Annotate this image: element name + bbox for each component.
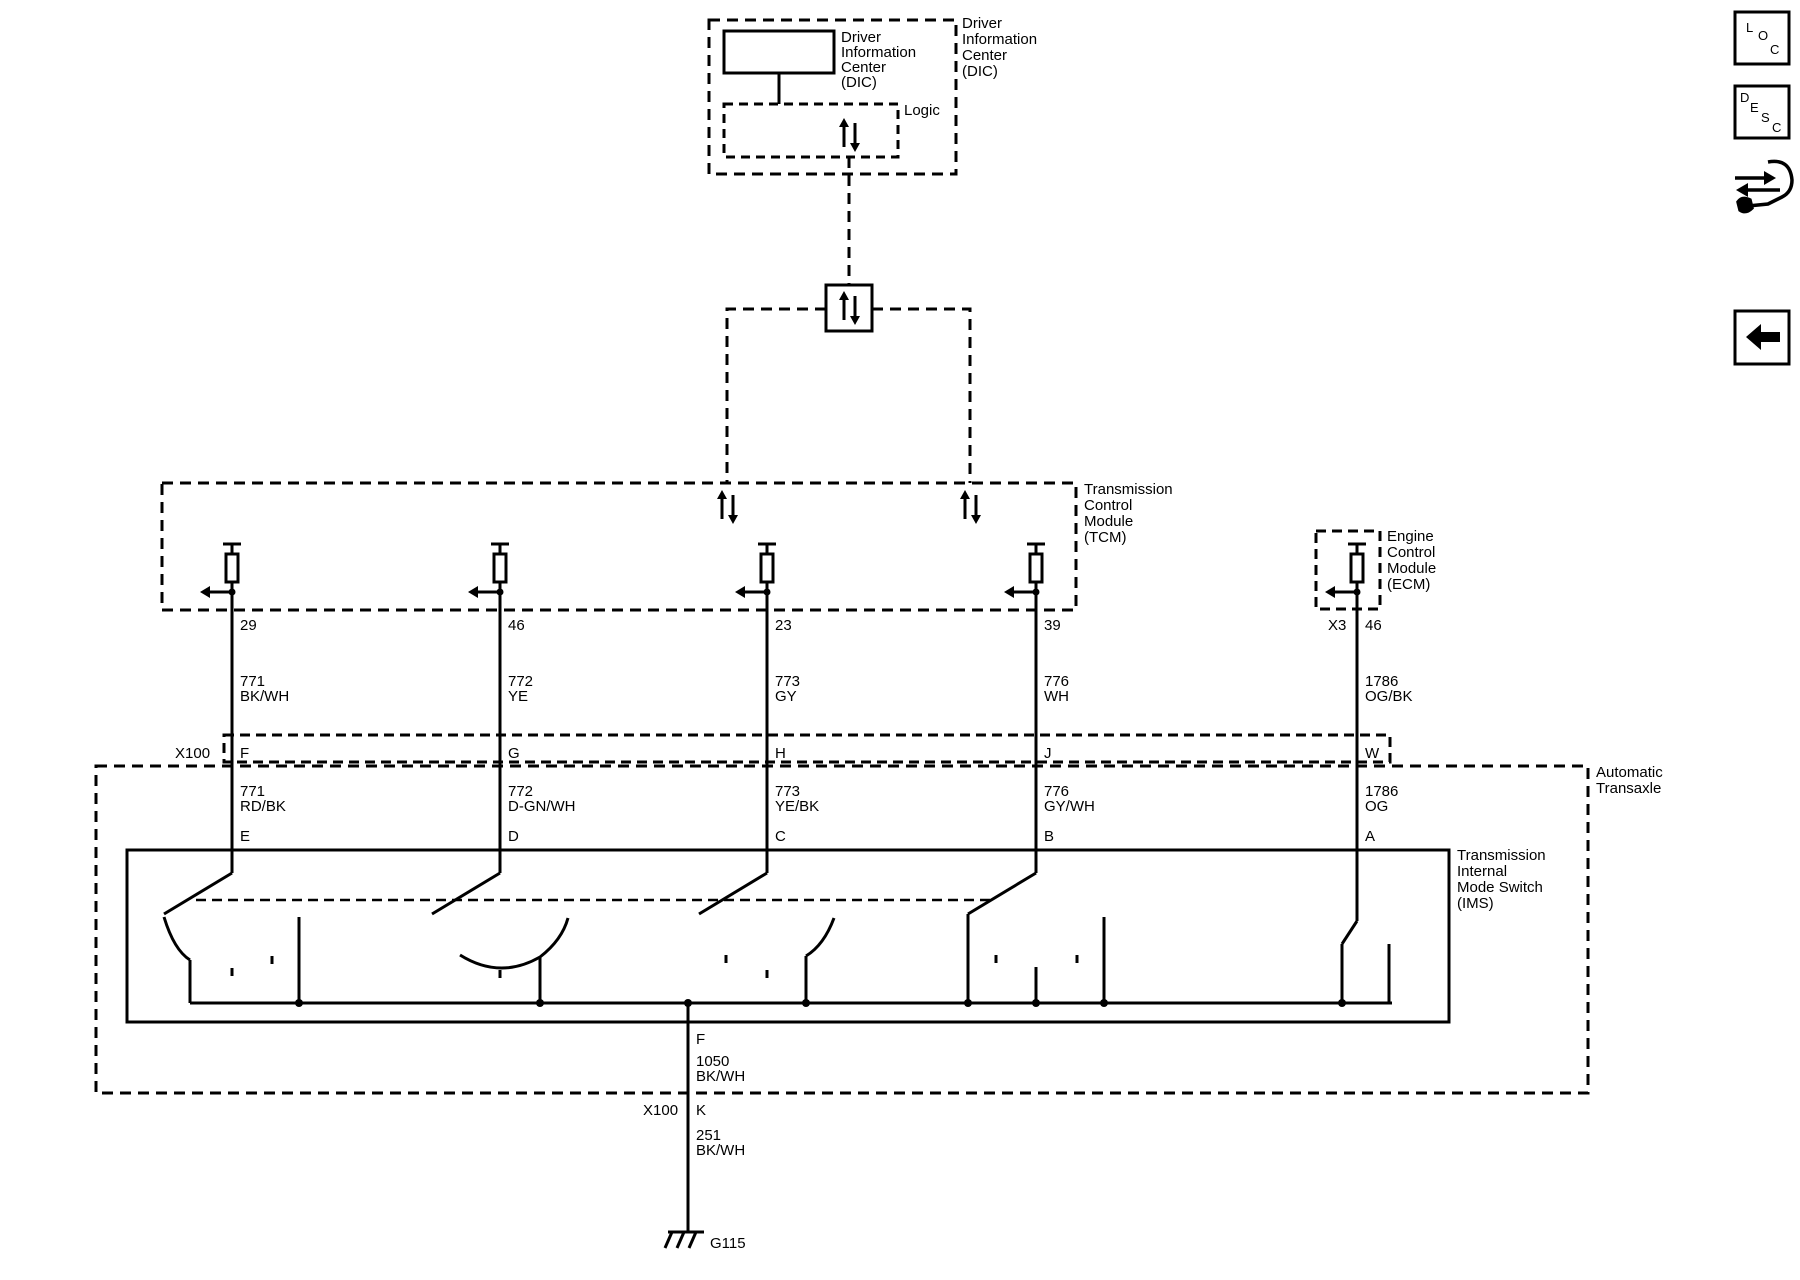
wire-color: BK/WH bbox=[240, 688, 289, 705]
circuit-number: 1786 bbox=[1365, 673, 1398, 690]
wrench-diagnostic-icon bbox=[1735, 159, 1794, 214]
x100-pin: H bbox=[775, 745, 786, 762]
ims-switch-d bbox=[431, 871, 570, 1003]
dic-logic-box bbox=[722, 102, 900, 159]
circuit-772-labels: 46 772 YE G 772 D-GN/WH D bbox=[508, 617, 576, 845]
desc-icon bbox=[1733, 84, 1791, 140]
x100-pin: K bbox=[696, 1102, 706, 1119]
ims-switch-c bbox=[698, 871, 836, 1003]
wire-color: RD/BK bbox=[240, 798, 286, 815]
circuit-number: 1786 bbox=[1365, 783, 1398, 800]
desc-letter: E bbox=[1750, 100, 1759, 115]
desc-button[interactable]: D E S C bbox=[1733, 84, 1791, 140]
ecm-connector-label: X3 bbox=[1328, 617, 1346, 634]
pin-label: 46 bbox=[1365, 617, 1382, 634]
circuit-number: 776 bbox=[1044, 783, 1069, 800]
pin-label: 46 bbox=[508, 617, 525, 634]
circuit-776-labels: 39 776 WH J 776 GY/WH B bbox=[1044, 617, 1095, 845]
pin-label: 29 bbox=[240, 617, 257, 634]
loc-letter: C bbox=[1770, 42, 1779, 57]
pin-label: 39 bbox=[1044, 617, 1061, 634]
ground-label: G115 bbox=[710, 1235, 746, 1252]
automatic-transaxle: Automatic Transaxle bbox=[94, 764, 1667, 1095]
circuit-wires bbox=[230, 592, 1359, 1232]
wire-color: OG bbox=[1365, 798, 1388, 815]
serial-data-splice bbox=[715, 283, 983, 526]
x100-label: X100 bbox=[643, 1102, 678, 1119]
circuit-number: 776 bbox=[1044, 673, 1069, 690]
wire-color: D-GN/WH bbox=[508, 798, 576, 815]
x100-pin: J bbox=[1044, 745, 1052, 762]
diagnostic-button[interactable] bbox=[1735, 159, 1794, 214]
x100-label: X100 bbox=[175, 745, 210, 762]
ims-pin: D bbox=[508, 828, 519, 845]
ims-switch: Transmission Internal Mode Switch (IMS) bbox=[125, 847, 1550, 1024]
circuit-number: 772 bbox=[508, 673, 533, 690]
ims-pin: F bbox=[696, 1031, 705, 1048]
dic-title: Driver Information Center (DIC) bbox=[962, 15, 1041, 80]
ground-g115: G115 bbox=[663, 1230, 746, 1252]
wire-color: YE bbox=[508, 688, 528, 705]
ims-switch-e bbox=[162, 871, 301, 1003]
loc-icon bbox=[1733, 10, 1791, 66]
circuit-number: 772 bbox=[508, 783, 533, 800]
ims-pin: B bbox=[1044, 828, 1054, 845]
ecm-title: Engine Control Module (ECM) bbox=[1387, 528, 1440, 593]
dic-module: Driver Information Center (DIC) Logic Dr… bbox=[707, 15, 1041, 176]
wire-color: BK/WH bbox=[696, 1142, 745, 1159]
circuit-number: 771 bbox=[240, 783, 265, 800]
circuit-number: 251 bbox=[696, 1127, 721, 1144]
dic-display bbox=[722, 29, 836, 75]
wire-color: GY bbox=[775, 688, 797, 705]
circuit-1786-labels: X3 46 1786 OG/BK W 1786 OG A bbox=[1328, 617, 1413, 845]
dic-logic-label: Logic bbox=[904, 102, 940, 119]
back-button[interactable] bbox=[1733, 309, 1791, 366]
ecm-module: Engine Control Module (ECM) bbox=[1314, 528, 1440, 611]
ims-pin: E bbox=[240, 828, 250, 845]
wire-color: OG/BK bbox=[1365, 688, 1413, 705]
wire-color: WH bbox=[1044, 688, 1069, 705]
x100-pin: W bbox=[1365, 745, 1380, 762]
tcm-module: Transmission Control Module (TCM) bbox=[160, 481, 1177, 612]
wire-color: GY/WH bbox=[1044, 798, 1095, 815]
wire-color: YE/BK bbox=[775, 798, 819, 815]
loc-letter: O bbox=[1758, 28, 1768, 43]
ims-switch-b bbox=[966, 871, 1106, 1003]
loc-button[interactable]: L O C bbox=[1733, 10, 1791, 66]
desc-letter: S bbox=[1761, 110, 1770, 125]
ims-switch-a bbox=[1340, 873, 1391, 1003]
pin-label: 23 bbox=[775, 617, 792, 634]
circuit-number: 773 bbox=[775, 673, 800, 690]
ims-pin: C bbox=[775, 828, 786, 845]
tcm-title: Transmission Control Module (TCM) bbox=[1084, 481, 1177, 546]
transaxle-title: Automatic Transaxle bbox=[1596, 764, 1667, 797]
circuit-number: 773 bbox=[775, 783, 800, 800]
loc-letter: L bbox=[1746, 20, 1753, 35]
ground-circuit-labels: F 1050 BK/WH X100 K 251 BK/WH bbox=[643, 1031, 745, 1159]
ims-title: Transmission Internal Mode Switch (IMS) bbox=[1457, 847, 1550, 912]
circuit-773-labels: 23 773 GY H 773 YE/BK C bbox=[775, 617, 819, 845]
desc-letter: C bbox=[1772, 120, 1781, 135]
circuit-number: 1050 bbox=[696, 1053, 729, 1070]
circuit-number: 771 bbox=[240, 673, 265, 690]
x100-pin: G bbox=[508, 745, 520, 762]
dic-display-label: Driver Information Center (DIC) bbox=[841, 29, 920, 91]
x100-pin: F bbox=[240, 745, 249, 762]
circuit-771-labels: 29 771 BK/WH F 771 RD/BK E bbox=[240, 617, 289, 845]
x100-connector: X100 bbox=[175, 733, 1392, 764]
ims-pin: A bbox=[1365, 828, 1375, 845]
wire-color: BK/WH bbox=[696, 1068, 745, 1085]
desc-letter: D bbox=[1740, 90, 1749, 105]
